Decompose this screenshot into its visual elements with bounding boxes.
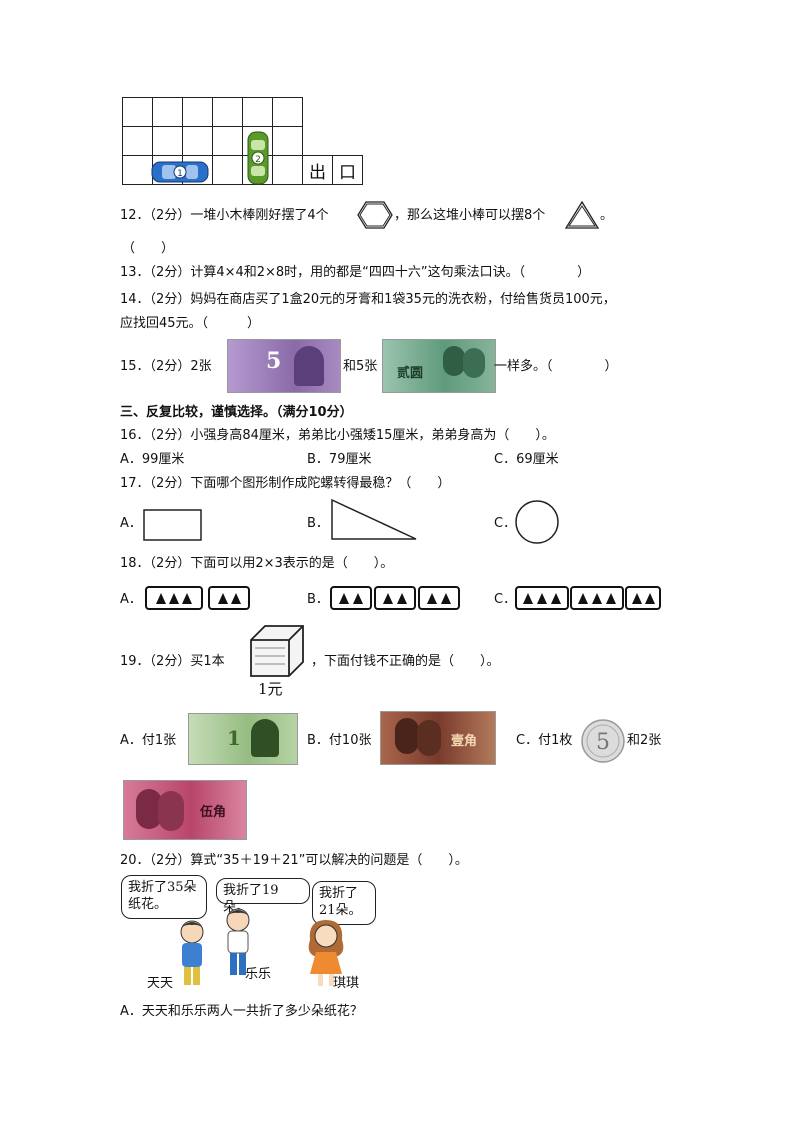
q20-option-a: A．天天和乐乐两人一共折了多少朵纸花？ — [120, 1004, 363, 1019]
q18-option-a: A． — [120, 592, 142, 607]
boy-tiantian-icon — [180, 920, 204, 985]
five-jiao-note-icon: 伍角 — [123, 780, 247, 840]
rectangle-shape-icon — [143, 509, 202, 541]
q18-b-triangles-icon — [330, 586, 460, 610]
q18-c-triangles-icon — [515, 586, 661, 610]
five-jiao-coin-icon: 5 — [581, 719, 625, 763]
name-tiantian: 天天 — [147, 976, 174, 991]
triangle-icon — [564, 200, 600, 229]
book-icon — [250, 625, 304, 677]
q17-option-b: B． — [307, 516, 329, 531]
girl-qiqi-icon — [308, 920, 344, 986]
speech-bubble-lele: 我折了19朵。 — [216, 878, 310, 915]
two-yuan-note-icon: 贰圆 — [382, 339, 496, 393]
q12-text-2: ，那么这堆小棒可以摆8个 — [394, 208, 546, 223]
q14-line1: 14．（2分）妈妈在商店买了1盒20元的牙膏和1袋35元的洗衣粉，付给售货员10… — [120, 292, 616, 307]
hexagon-icon — [357, 201, 393, 229]
q19-option-c-2: 和2张 — [627, 733, 662, 748]
q16-option-b: B．79厘米 — [307, 452, 372, 467]
q19-text-1: 19．（2分）买1本 — [120, 654, 225, 669]
q19-option-a: A．付1张 — [120, 733, 177, 748]
car-2-number: 2 — [255, 155, 261, 165]
one-yuan-numeral: 1 — [227, 726, 241, 750]
exit-char-1: 出 — [302, 155, 333, 185]
one-yuan-note-icon: 1 — [188, 713, 298, 765]
five-yuan-note-icon: 5 — [227, 339, 341, 393]
one-jiao-text: 壹角 — [451, 734, 478, 749]
q16-option-c: C．69厘米 — [494, 452, 559, 467]
five-jiao-text: 伍角 — [200, 805, 227, 820]
q19-text-2: ，下面付钱不正确的是（ ）。 — [311, 654, 500, 669]
q12-text-1: 12．（2分）一堆小木棒刚好摆了4个 — [120, 208, 329, 223]
name-lele: 乐乐 — [245, 967, 272, 982]
two-yuan-text: 贰圆 — [397, 366, 424, 381]
triangle-shape-icon — [331, 498, 417, 540]
q12-text-3: 。 — [600, 208, 614, 223]
q18-option-b: B． — [307, 592, 329, 607]
q18-option-c: C． — [494, 592, 517, 607]
name-qiqi: 琪琪 — [333, 976, 360, 991]
car-2-icon: 2 — [247, 131, 269, 185]
q19-option-b: B．付10张 — [307, 733, 372, 748]
coin-numeral: 5 — [596, 730, 610, 755]
speech-bubble-qiqi: 我折了21朵。 — [312, 881, 376, 925]
book-price: 1元 — [258, 680, 283, 698]
circle-shape-icon — [515, 500, 559, 544]
speech-bubble-tiantian: 我折了35朵纸花。 — [121, 875, 207, 919]
q19-option-c-1: C．付1枚 — [516, 733, 573, 748]
exit-char-2: 口 — [332, 155, 363, 185]
q13-text: 13．（2分）计算4×4和2×8时，用的都是“四四十六”这句乘法口诀。（ ） — [120, 265, 591, 280]
q17-option-c: C． — [494, 516, 517, 531]
q17-text: 17．（2分）下面哪个图形制作成陀螺转得最稳？（ ） — [120, 476, 451, 491]
q18-a-triangles-icon — [145, 586, 250, 610]
q17-option-a: A． — [120, 516, 142, 531]
q15-text-1: 15．（2分）2张 — [120, 359, 212, 374]
q18-text: 18．（2分）下面可以用2×3表示的是（ ）。 — [120, 556, 394, 571]
q16-text: 16．（2分）小强身高84厘米，弟弟比小强矮15厘米，弟弟身高为（ ）。 — [120, 428, 555, 443]
q14-line2: 应找回45元。（ ） — [120, 316, 261, 331]
q15-text-2: 和5张 — [343, 359, 378, 374]
section-3-title: 三、反复比较，谨慎选择。（满分10分） — [120, 405, 353, 420]
one-jiao-note-icon: 壹角 — [380, 711, 496, 765]
q20-text: 20．（2分）算式“35＋19＋21”可以解决的问题是（ ）。 — [120, 853, 468, 868]
car-1-icon: 1 — [151, 161, 209, 183]
q12-answer: （ ） — [122, 241, 175, 256]
boy-lele-icon — [226, 908, 250, 975]
q15-text-3: 一样多。（ ） — [494, 359, 618, 374]
q16-option-a: A．99厘米 — [120, 452, 185, 467]
five-yuan-numeral: 5 — [266, 348, 282, 374]
car-1-number: 1 — [177, 169, 183, 179]
